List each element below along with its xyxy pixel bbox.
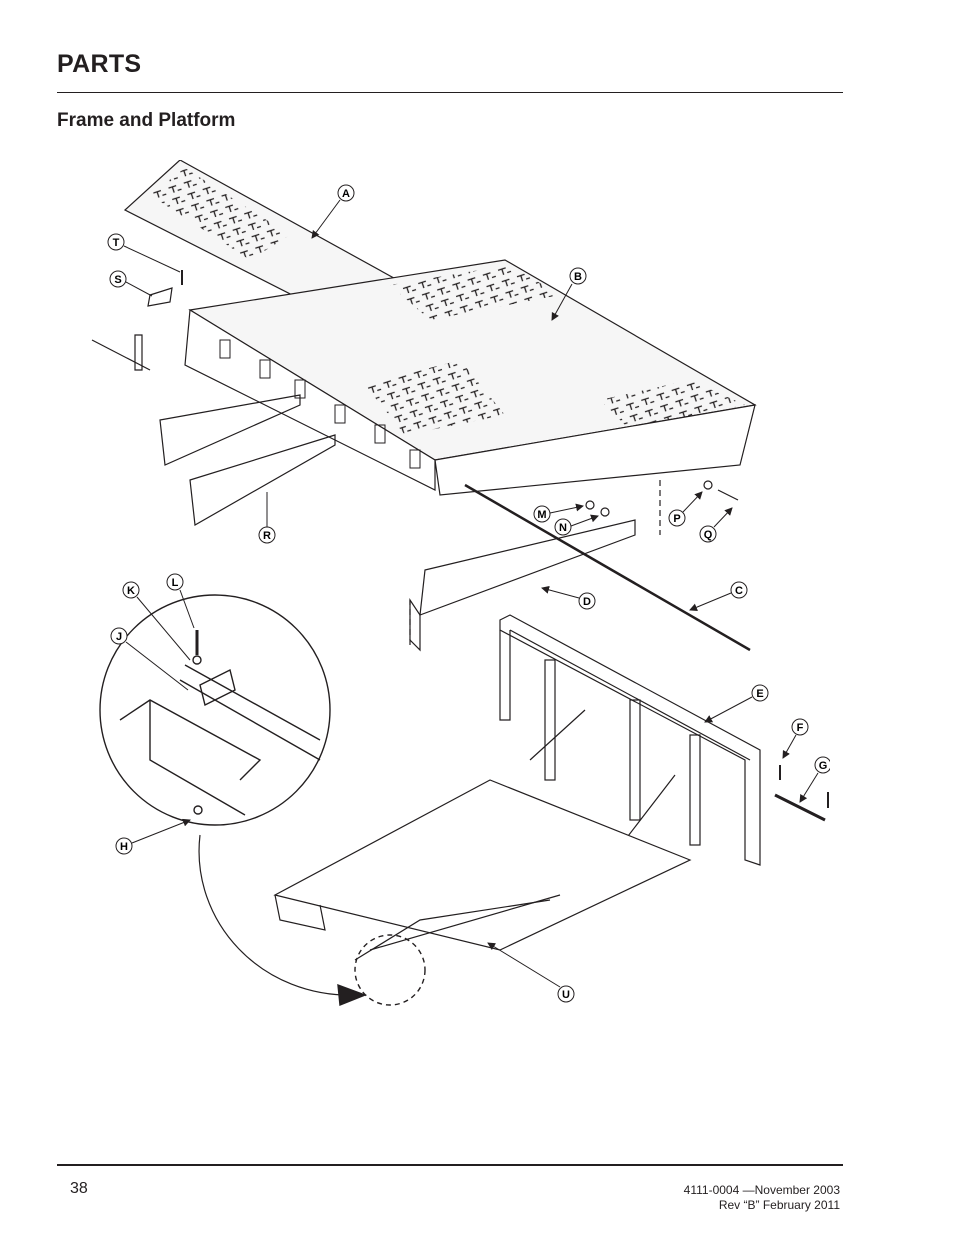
svg-text:N: N	[559, 522, 567, 534]
callout-P: P	[668, 491, 703, 527]
svg-text:U: U	[562, 989, 570, 1001]
callout-N: N	[554, 514, 599, 536]
revision-line: Rev “B” February 2011	[718, 1198, 840, 1212]
callout-H: H	[115, 818, 191, 855]
svg-text:C: C	[735, 585, 743, 597]
callout-S: S	[109, 270, 153, 297]
section-title: Frame and Platform	[57, 110, 236, 131]
callout-R: R	[258, 492, 276, 544]
callout-B: B	[551, 267, 587, 321]
page-number: 38	[70, 1180, 88, 1197]
callout-L: L	[166, 573, 195, 629]
svg-text:S: S	[114, 274, 121, 286]
header-divider	[57, 92, 843, 93]
callout-U: U	[487, 942, 575, 1003]
callout-C: C	[689, 581, 748, 612]
doc-number-line: 4111-0004 —November 2003	[683, 1183, 840, 1197]
svg-text:G: G	[819, 760, 828, 772]
svg-text:F: F	[797, 722, 804, 734]
callout-Q: Q	[699, 507, 733, 543]
svg-text:T: T	[113, 237, 120, 249]
frame-assembly	[273, 614, 829, 961]
svg-text:K: K	[127, 585, 135, 597]
document-revision: 4111-0004 —November 2003 Rev “B” Februar…	[684, 1183, 840, 1213]
callout-F: F	[782, 718, 809, 759]
svg-text:L: L	[172, 577, 179, 589]
parts-diagram: A B C D E F G H J K L M N P Q R S T U	[91, 160, 830, 1006]
svg-text:P: P	[673, 513, 680, 525]
detail-callout	[99, 594, 426, 1006]
svg-text:H: H	[120, 841, 128, 853]
callout-A: A	[311, 184, 355, 239]
callout-K: K	[122, 581, 191, 661]
callout-D: D	[541, 585, 596, 610]
svg-text:M: M	[537, 509, 546, 521]
callout-letters: A B C D E F G H J K L M N P Q R S T U	[107, 184, 830, 1003]
callout-E: E	[704, 684, 769, 723]
svg-text:Q: Q	[704, 529, 713, 541]
svg-text:D: D	[583, 596, 591, 608]
svg-text:J: J	[116, 631, 122, 643]
svg-text:A: A	[342, 188, 350, 200]
callout-T: T	[107, 233, 181, 273]
svg-text:B: B	[574, 271, 582, 283]
page-title: PARTS	[57, 50, 142, 78]
svg-text:R: R	[263, 530, 271, 542]
platform-deck	[91, 160, 757, 652]
svg-text:E: E	[756, 688, 763, 700]
footer-divider	[57, 1164, 843, 1166]
callout-J: J	[110, 627, 189, 691]
callout-G: G	[799, 756, 830, 803]
callout-M: M	[533, 503, 584, 523]
